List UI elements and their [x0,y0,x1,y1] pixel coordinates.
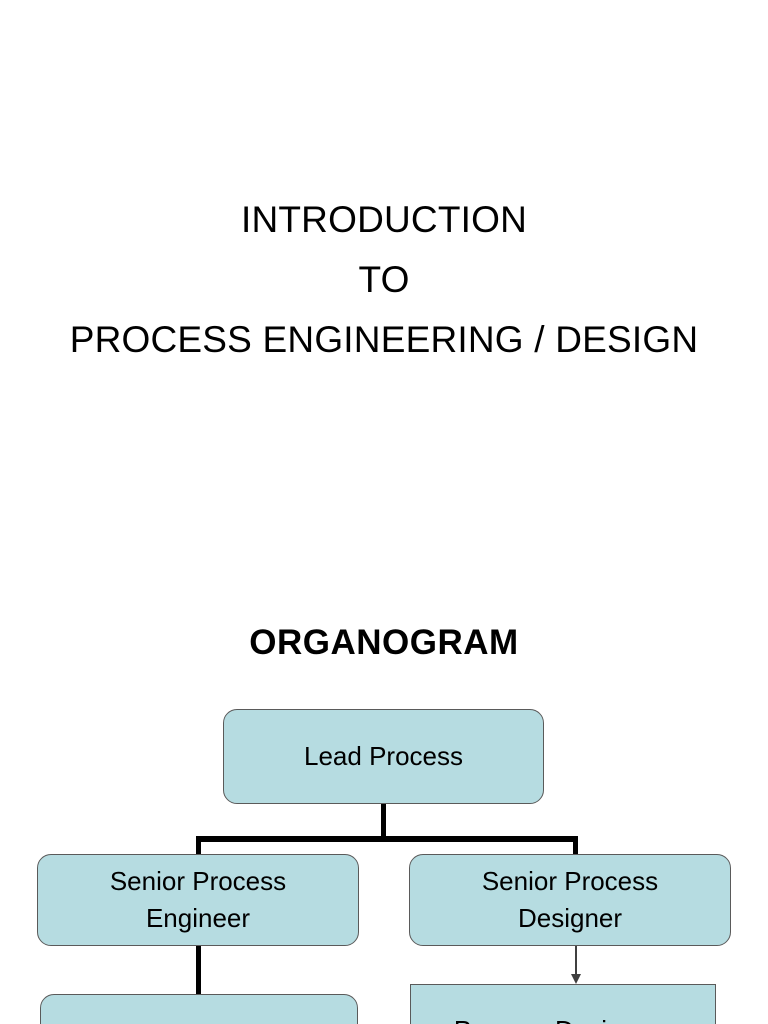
org-node-label: Process Designers [448,1012,678,1024]
connector-horizontal-bus [196,836,578,842]
org-node-senior-process-engineer[interactable]: Senior Process Engineer [37,854,359,946]
arrow-shaft [575,945,577,977]
slide-title: INTRODUCTION TO PROCESS ENGINEERING / DE… [0,190,768,370]
org-node-label-line1: Senior Process [109,866,287,896]
org-node-label: Senior Process Engineer [104,863,292,937]
connector-drop-senior-process-designer [573,836,578,858]
title-line-1: INTRODUCTION [240,199,528,240]
title-line-2: TO [358,259,410,300]
org-node-label-line2: Designer [517,903,623,933]
org-node-process-designers[interactable]: Process Designers [410,984,716,1024]
org-node-label-line1: Senior Process [481,866,659,896]
connector-senior-engineer-to-process-engineers [196,944,201,996]
org-node-lead-process[interactable]: Lead Process [223,709,544,804]
org-node-process-engineers[interactable] [40,994,358,1024]
arrow-head-icon [571,974,581,984]
title-line-3: PROCESS ENGINEERING / DESIGN [69,319,699,360]
org-node-label: Senior Process Designer [476,863,664,937]
arrow-senior-designer-to-process-designers [571,945,581,985]
connector-drop-senior-process-engineer [196,836,201,858]
org-node-senior-process-designer[interactable]: Senior Process Designer [409,854,731,946]
connector-lead-stem [381,803,386,839]
org-node-label-line2: Engineer [145,903,251,933]
org-node-label: Lead Process [304,741,463,771]
section-heading-organogram: ORGANOGRAM [249,623,519,662]
